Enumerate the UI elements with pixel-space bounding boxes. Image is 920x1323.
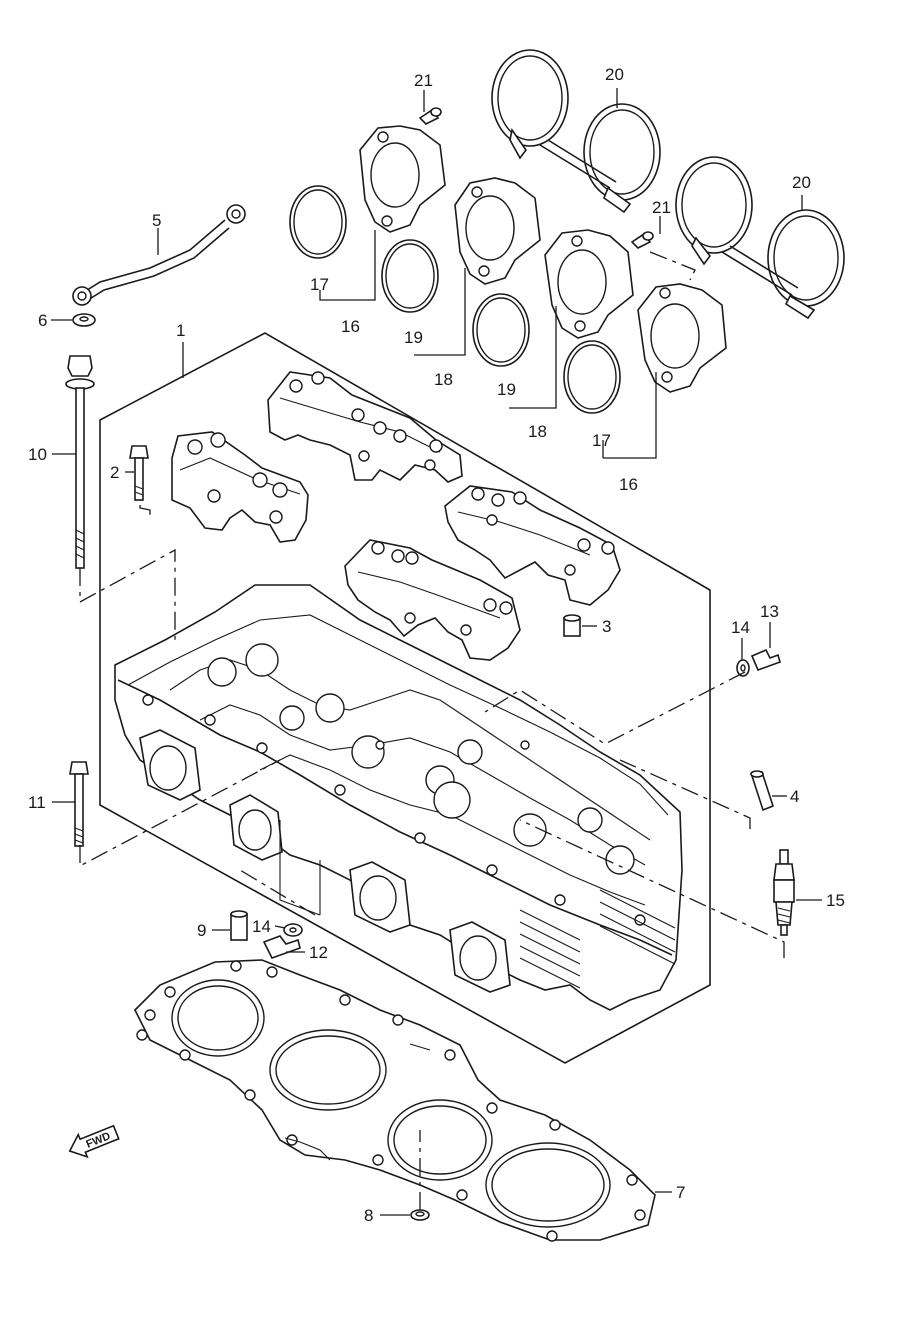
spark-plug [773, 849, 795, 936]
long-bolt-10 [65, 355, 95, 569]
o-ring-8 [410, 1209, 430, 1221]
intake-pipe-2 [454, 177, 541, 285]
callout-1: 1 [176, 321, 185, 340]
callout-7: 7 [676, 1183, 685, 1202]
leader-lines [51, 88, 822, 1216]
camshaft-cap-large-front [444, 485, 621, 606]
callout-20-left: 20 [605, 65, 624, 84]
washer-6 [72, 313, 96, 327]
pin-4 [750, 770, 774, 812]
callout-17-left: 17 [310, 275, 329, 294]
callout-2: 2 [110, 463, 119, 482]
callout-6: 6 [38, 311, 47, 330]
camshaft-cap-small [171, 431, 309, 543]
o-ring-19-right [472, 293, 530, 367]
callout-labels: 1 2 3 4 5 6 7 8 9 10 11 12 13 14 14 15 1… [28, 65, 845, 1225]
callout-17-right: 17 [592, 431, 611, 450]
callout-16-right: 16 [619, 475, 638, 494]
dowel-9 [230, 910, 248, 941]
screw-21-left [418, 107, 442, 125]
callout-19-left: 19 [404, 328, 423, 347]
callout-19-right: 19 [497, 380, 516, 399]
o-ring-17-left [289, 185, 347, 259]
washer-14-upper [736, 659, 750, 677]
dowel-pin-3 [563, 614, 581, 637]
assembly-dash-lines [79, 251, 785, 1210]
clamp-20-left [491, 49, 661, 214]
cylinder-head-gasket [134, 959, 656, 1242]
callout-18-right: 18 [528, 422, 547, 441]
clamp-20-right [675, 156, 845, 320]
cylinder-head-body [114, 584, 683, 1011]
callout-21-left: 21 [414, 71, 433, 90]
callout-4: 4 [790, 787, 799, 806]
bolt-2 [129, 445, 149, 501]
callout-11: 11 [28, 793, 46, 812]
callout-8: 8 [364, 1206, 373, 1225]
callout-12: 12 [309, 943, 328, 962]
callout-18-left: 18 [434, 370, 453, 389]
bolt-11 [69, 761, 89, 847]
callout-9: 9 [197, 921, 206, 940]
camshaft-cap-large-rear [267, 371, 463, 483]
callout-20-right: 20 [792, 173, 811, 192]
callout-15: 15 [826, 891, 845, 910]
callout-10: 10 [28, 445, 47, 464]
callout-21-right: 21 [652, 198, 671, 217]
washer-14-lower [283, 923, 303, 937]
intake-pipe-3 [544, 229, 634, 339]
cylinder-head-assembly-frame [99, 332, 711, 1064]
callout-14-upper: 14 [731, 618, 750, 637]
callout-3: 3 [602, 617, 611, 636]
bolt-12 [262, 935, 301, 959]
screw-21-right [630, 231, 654, 249]
o-ring-19-left [381, 239, 439, 313]
forward-direction-arrow: FWD [68, 1124, 120, 1159]
oil-hose [72, 204, 246, 306]
callout-14-lower: 14 [252, 917, 271, 936]
bolt-13 [750, 648, 781, 672]
callout-5: 5 [152, 211, 161, 230]
o-ring-17-right [563, 340, 621, 414]
camshaft-cap-middle [344, 539, 521, 661]
intake-pipe-1 [359, 125, 446, 233]
callout-13: 13 [760, 602, 779, 621]
callout-16-left: 16 [341, 317, 360, 336]
intake-pipe-4 [637, 283, 727, 393]
